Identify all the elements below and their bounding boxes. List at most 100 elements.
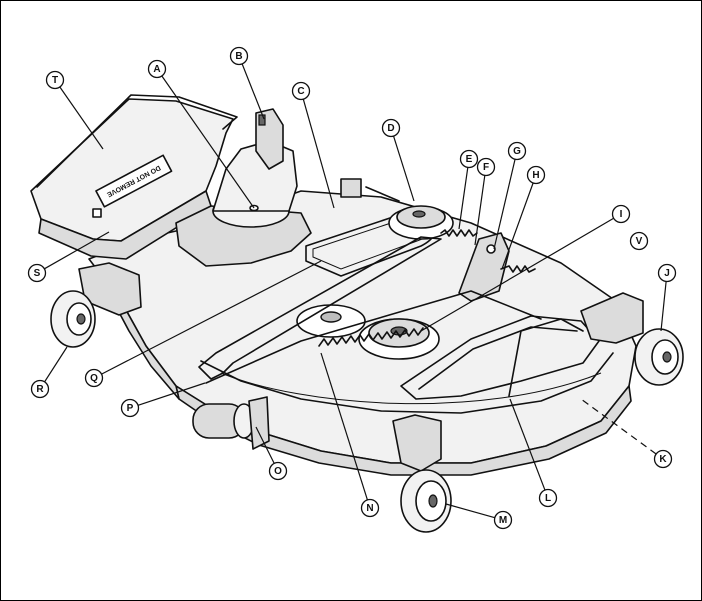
gearbox-housing bbox=[212, 140, 298, 212]
callout-letter: V bbox=[636, 236, 643, 247]
callout-circle bbox=[120, 398, 140, 418]
idler-pulley-nut bbox=[412, 210, 426, 218]
callout-circle bbox=[526, 165, 546, 185]
callout-d: D bbox=[381, 118, 401, 138]
callout-q: Q bbox=[84, 368, 104, 388]
deck-inner-rim bbox=[200, 352, 614, 414]
right-belt-guard bbox=[400, 315, 600, 400]
callout-letter: R bbox=[36, 384, 44, 395]
left-spindle-nut bbox=[320, 311, 342, 323]
deck-rim-line-2 bbox=[220, 372, 602, 405]
callout-circle bbox=[30, 379, 50, 399]
callout-b: B bbox=[229, 46, 249, 66]
callout-letter: E bbox=[466, 154, 473, 165]
callout-letter: I bbox=[620, 209, 623, 220]
leader-line-o bbox=[255, 426, 275, 464]
callout-i: I bbox=[611, 204, 631, 224]
callout-letter: T bbox=[52, 75, 58, 86]
leader-line-a bbox=[161, 75, 255, 209]
tension-spring bbox=[440, 229, 478, 237]
callout-letter: M bbox=[499, 515, 507, 526]
callout-circle bbox=[27, 263, 47, 283]
callout-circle bbox=[381, 118, 401, 138]
leader-line-m bbox=[445, 503, 495, 519]
leader-lines bbox=[44, 63, 667, 519]
stop-bolt bbox=[365, 186, 400, 202]
tension-bracket bbox=[458, 232, 510, 302]
spring-hook bbox=[500, 265, 536, 273]
callout-letter: L bbox=[545, 493, 551, 504]
callout-t: T bbox=[45, 70, 65, 90]
tension-bracket-bolt bbox=[486, 244, 496, 254]
callout-letter: D bbox=[387, 123, 394, 134]
callout-o: O bbox=[268, 461, 288, 481]
leader-line-g bbox=[493, 159, 516, 250]
left-gauge-wheel-axle bbox=[76, 313, 86, 325]
leader-line-e bbox=[458, 167, 469, 230]
upper-bracket-bolt bbox=[258, 114, 266, 126]
callout-r: R bbox=[30, 379, 50, 399]
callout-l: L bbox=[538, 488, 558, 508]
callout-letter: B bbox=[235, 51, 242, 62]
callout-f: F bbox=[476, 157, 496, 177]
callout-letter: S bbox=[34, 268, 41, 279]
chute-rod bbox=[36, 94, 238, 188]
callout-h: H bbox=[526, 165, 546, 185]
callout-circle bbox=[476, 157, 496, 177]
callout-circle bbox=[84, 368, 104, 388]
callout-letter: J bbox=[664, 268, 670, 279]
callout-circle bbox=[360, 498, 380, 518]
chute-decal bbox=[95, 154, 173, 208]
callout-circle bbox=[493, 510, 513, 530]
callout-circle bbox=[147, 59, 167, 79]
callout-v: V bbox=[629, 231, 649, 251]
callout-c: C bbox=[291, 81, 311, 101]
stop-bracket bbox=[340, 178, 362, 198]
long-spring bbox=[318, 327, 424, 347]
leader-line-s bbox=[44, 231, 110, 270]
callout-circle bbox=[459, 149, 479, 169]
callout-circle bbox=[653, 449, 673, 469]
callout-circle bbox=[538, 488, 558, 508]
leader-line-k bbox=[580, 398, 657, 455]
callout-j: J bbox=[657, 263, 677, 283]
callout-letter: P bbox=[127, 403, 134, 414]
callout-letter: A bbox=[153, 64, 160, 75]
callout-circle bbox=[229, 46, 249, 66]
chute-bolt bbox=[92, 208, 102, 218]
leader-line-q bbox=[101, 260, 322, 375]
leader-line-f bbox=[474, 175, 486, 246]
callout-circle bbox=[291, 81, 311, 101]
right-wheel-bracket bbox=[580, 292, 644, 344]
callout-circle bbox=[629, 231, 649, 251]
callout-letter: F bbox=[483, 162, 489, 173]
leader-line-r bbox=[44, 346, 68, 383]
callout-letter: N bbox=[366, 503, 373, 514]
callout-letter: C bbox=[297, 86, 304, 97]
gauge-link bbox=[508, 318, 584, 397]
roller-bracket bbox=[248, 396, 270, 450]
leader-line-d bbox=[392, 135, 415, 202]
callout-letter: O bbox=[274, 466, 282, 477]
callout-p: P bbox=[120, 398, 140, 418]
callout-a: A bbox=[147, 59, 167, 79]
front-gauge-wheel-axle bbox=[428, 494, 438, 508]
leader-line-h bbox=[501, 182, 534, 270]
front-wheel-bracket bbox=[392, 414, 442, 472]
lift-rod-loop bbox=[198, 236, 442, 380]
callout-letter: Q bbox=[90, 373, 98, 384]
callout-letter: H bbox=[532, 170, 539, 181]
callout-letter: K bbox=[659, 454, 667, 465]
callout-k: K bbox=[653, 449, 673, 469]
callout-circle bbox=[611, 204, 631, 224]
leader-line-b bbox=[241, 63, 265, 120]
leader-line-n bbox=[320, 352, 369, 501]
callout-circle bbox=[268, 461, 288, 481]
callout-e: E bbox=[459, 149, 479, 169]
callout-circle bbox=[45, 70, 65, 90]
leader-line-p bbox=[137, 382, 206, 406]
callout-n: N bbox=[360, 498, 380, 518]
